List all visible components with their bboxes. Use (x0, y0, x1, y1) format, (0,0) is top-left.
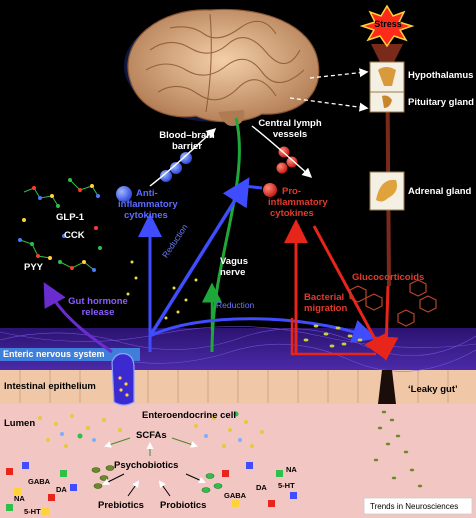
migrating-bacteria (303, 324, 363, 348)
adrenal-box (369, 171, 405, 211)
lymph-label-line2: vessels (272, 129, 308, 140)
bacterial-label-line1: Bacterial (304, 292, 345, 303)
microbial-products (126, 260, 198, 320)
psychobiotics-label: Psychobiotics (114, 460, 179, 471)
probiotic-bacteria-right (201, 473, 223, 493)
brain-hypothalamus-dashed (309, 68, 369, 79)
gaba-left-label: GABA (28, 477, 51, 486)
leaky-gut-gap (378, 370, 396, 404)
pro-label-line2: inflammatory (268, 197, 328, 208)
reduction-diagonal-tail (243, 184, 263, 190)
anti-label-line3: cytokines (124, 210, 168, 221)
epithelium-label: Intestinal epithelium (4, 381, 96, 392)
glp1-label: GLP-1 (56, 212, 84, 223)
bacterial-loop (290, 318, 376, 356)
anti-label-line2: inflammatory (118, 199, 178, 210)
ens-label: Enteric nervous system (3, 349, 105, 359)
5ht-left-label: 5-HT (24, 507, 41, 516)
reduction-diagonal-arrow (148, 177, 250, 337)
neurotransmitter-squares-right (222, 462, 297, 507)
na-right-label: NA (286, 465, 297, 474)
brain-illustration (124, 8, 320, 126)
brain-pituitary-dashed (289, 97, 369, 112)
scfas-label: SCFAs (136, 430, 167, 441)
probiotics-label: Probiotics (160, 500, 207, 511)
bbb-arrow (149, 128, 217, 187)
5ht-right-label: 5-HT (278, 481, 295, 490)
glucocorticoids-label: Glucocorticoids (352, 272, 425, 283)
cck-label: CCK (64, 230, 85, 241)
bacterial-label-line2: migration (304, 303, 348, 314)
hypothalamus-label: Hypothalamus (408, 70, 474, 81)
leaked-bacteria (373, 410, 423, 488)
vagus-label-line2: nerve (220, 267, 246, 278)
glucocorticoid-arrow (374, 285, 399, 361)
gut-hormone-molecules (18, 178, 102, 272)
lymph-arrow (251, 125, 313, 178)
gaba-right-label: GABA (224, 491, 247, 500)
credit-label: Trends in Neurosciences (370, 502, 459, 511)
vagus-nerve (210, 117, 241, 353)
pro-to-gut-arrow (312, 225, 387, 360)
anti-inflammatory-ball (116, 186, 132, 202)
eec-label: Enteroendocrine cell (142, 410, 236, 421)
da-right-label: DA (256, 483, 267, 492)
psychobiotic-arrows (102, 473, 206, 497)
eec-granules (118, 376, 129, 397)
epithelium-cells (19, 370, 449, 403)
neurotransmitter-squares-left (6, 462, 77, 515)
pituitary-icon (382, 95, 392, 108)
bbb-cytokines (160, 152, 192, 182)
gut-hormone-arrow (43, 282, 113, 354)
adrenal-label: Adrenal gland (408, 186, 472, 197)
prebiotics-label: Prebiotics (98, 500, 144, 511)
lumen-microbiota (38, 411, 264, 448)
anti-label-line1: Anti- (136, 188, 158, 199)
vagus-label-line1: Vagus (220, 256, 248, 267)
pro-label-line1: Pro- (282, 186, 301, 197)
ens-label-bar (0, 348, 140, 361)
leaky-gut-label: ‘Leaky gut’ (408, 384, 458, 395)
reduction-horizontal-arrow (149, 317, 377, 343)
pyy-label: PYY (24, 262, 44, 273)
bbb-label-line1: Blood–brain (159, 130, 215, 141)
pro-inflammatory-ball (263, 183, 277, 197)
reduction-horizontal-label: Reduction (216, 300, 255, 310)
adrenal-icon (376, 179, 397, 202)
gut-hormone-label-line1: Gut hormone (68, 296, 128, 307)
glucocorticoid-molecules (349, 279, 437, 327)
stress-label: Stress (374, 19, 402, 29)
hypothalamus-icon (378, 67, 396, 86)
gut-hormone-label-line2: release (81, 307, 115, 318)
pro-label-line3: cytokines (270, 208, 314, 219)
lymph-label-line1: Central lymph (258, 118, 322, 129)
stress-burst (359, 4, 415, 48)
lumen-label: Lumen (4, 418, 36, 429)
pituitary-label: Pituitary gland (408, 97, 474, 108)
enteroendocrine-cell (111, 353, 135, 406)
credit-box (363, 497, 473, 515)
lymph-cytokines (276, 146, 298, 174)
scfa-arrows (104, 437, 198, 456)
na-left-label: NA (14, 494, 25, 503)
bbb-label-line2: barrier (171, 141, 203, 152)
da-left-label: DA (56, 485, 67, 494)
